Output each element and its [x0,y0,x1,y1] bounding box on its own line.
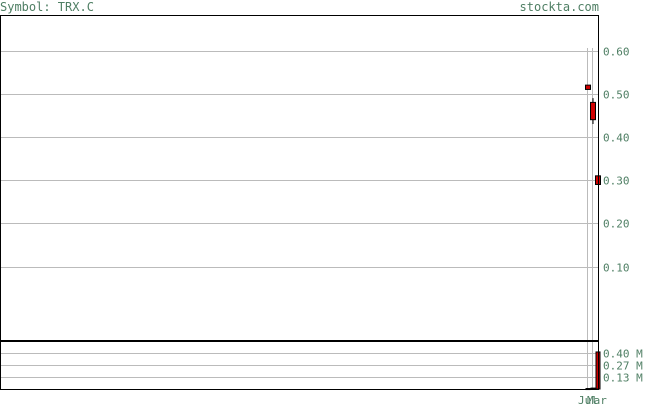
volume-panel-frame [0,341,599,390]
volume-axis-ticks: 0.13 M0.27 M0.40 M [603,348,643,385]
date-tick-label: Jul [578,394,598,406]
volume-tick-label: 0.13 M [603,372,643,385]
volume-tick-label: 0.27 M [603,360,643,373]
candle-body [585,84,591,90]
price-axis-ticks: 0.10 0.20 0.30 0.40 0.50 0.60 [603,46,630,275]
candle-body [590,101,596,121]
price-tick-label: 0.40 [603,132,630,145]
volume-bar [590,387,596,390]
price-tick-label: 0.30 [603,175,630,188]
price-panel-frame [0,15,599,341]
volume-grid [1,353,598,378]
price-tick-label: 0.60 [603,46,630,59]
price-grid [1,48,598,389]
price-tick-label: 0.10 [603,262,630,275]
symbol-label: Symbol: TRX.C [0,0,94,14]
volume-tick-label: 0.40 M [603,348,643,361]
site-label[interactable]: stockta.com [519,0,599,14]
price-tick-label: 0.50 [603,89,630,102]
date-tick-label: Mar [587,394,607,406]
price-tick-label: 0.20 [603,218,630,231]
